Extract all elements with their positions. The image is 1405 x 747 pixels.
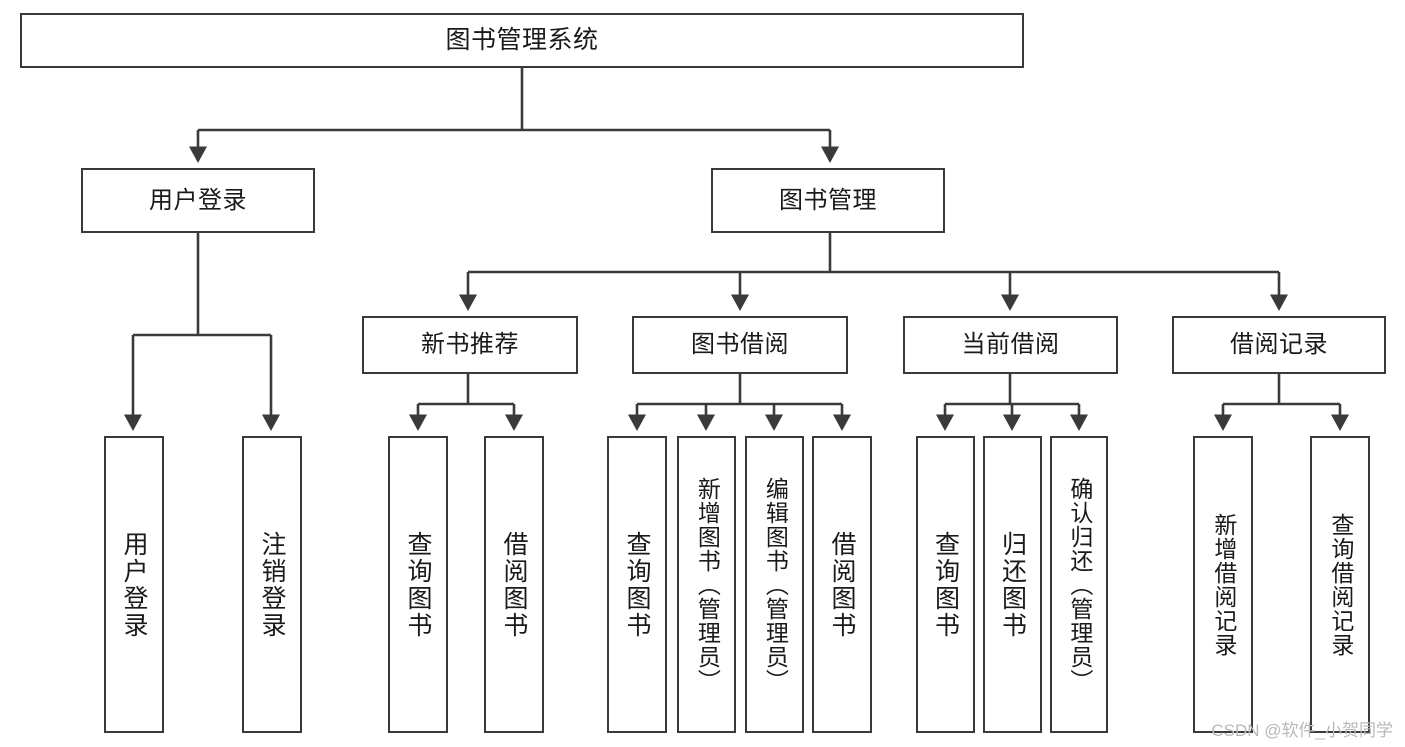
node-label: 新书推荐 xyxy=(421,331,519,359)
node-label: 归还图书 xyxy=(998,530,1027,639)
node-label: 用户登录 xyxy=(120,530,148,639)
node-label: 用户登录 xyxy=(149,186,247,214)
node-label: 确认归还（管理员） xyxy=(1066,476,1093,693)
node-leaf-borrow-book-2[interactable]: 借阅图书 xyxy=(812,436,872,733)
node-leaf-confirm-return[interactable]: 确认归还（管理员） xyxy=(1050,436,1108,733)
node-label: 图书借阅 xyxy=(691,331,789,359)
node-book-borrow[interactable]: 图书借阅 xyxy=(632,316,848,374)
node-label: 借阅记录 xyxy=(1230,331,1328,359)
node-book-management[interactable]: 图书管理 xyxy=(711,168,945,233)
node-leaf-add-record[interactable]: 新增借阅记录 xyxy=(1193,436,1253,733)
node-leaf-borrow-book-1[interactable]: 借阅图书 xyxy=(484,436,544,733)
node-current-borrow[interactable]: 当前借阅 xyxy=(903,316,1118,374)
node-label: 当前借阅 xyxy=(961,331,1060,359)
node-label: 查询图书 xyxy=(931,530,960,639)
node-label: 编辑图书（管理员） xyxy=(762,476,789,693)
node-label: 查询借阅记录 xyxy=(1327,512,1354,657)
node-root-book-management-system[interactable]: 图书管理系统 xyxy=(20,13,1024,68)
node-label: 借阅图书 xyxy=(828,530,856,639)
node-leaf-user-login[interactable]: 用户登录 xyxy=(104,436,164,733)
node-label: 新增图书（管理员） xyxy=(694,476,721,693)
node-leaf-query-book-2[interactable]: 查询图书 xyxy=(607,436,667,733)
node-label: 图书管理 xyxy=(779,186,877,214)
node-leaf-query-book-1[interactable]: 查询图书 xyxy=(388,436,448,733)
watermark-credit: CSDN @软件_小贺同学 xyxy=(1211,721,1393,740)
node-leaf-query-record[interactable]: 查询借阅记录 xyxy=(1310,436,1370,733)
node-label: 图书管理系统 xyxy=(445,26,599,55)
node-leaf-query-book-3[interactable]: 查询图书 xyxy=(916,436,975,733)
node-leaf-return-book[interactable]: 归还图书 xyxy=(983,436,1042,733)
node-label: 查询图书 xyxy=(623,530,651,639)
node-label: 查询图书 xyxy=(404,530,432,639)
node-label: 借阅图书 xyxy=(500,530,528,639)
node-user-login[interactable]: 用户登录 xyxy=(81,168,315,233)
node-leaf-add-book[interactable]: 新增图书（管理员） xyxy=(677,436,736,733)
node-new-book-recommend[interactable]: 新书推荐 xyxy=(362,316,578,374)
node-leaf-edit-book[interactable]: 编辑图书（管理员） xyxy=(745,436,804,733)
node-label: 注销登录 xyxy=(258,530,286,639)
node-borrow-record[interactable]: 借阅记录 xyxy=(1172,316,1386,374)
node-leaf-logout-login[interactable]: 注销登录 xyxy=(242,436,302,733)
node-label: 新增借阅记录 xyxy=(1210,512,1237,657)
